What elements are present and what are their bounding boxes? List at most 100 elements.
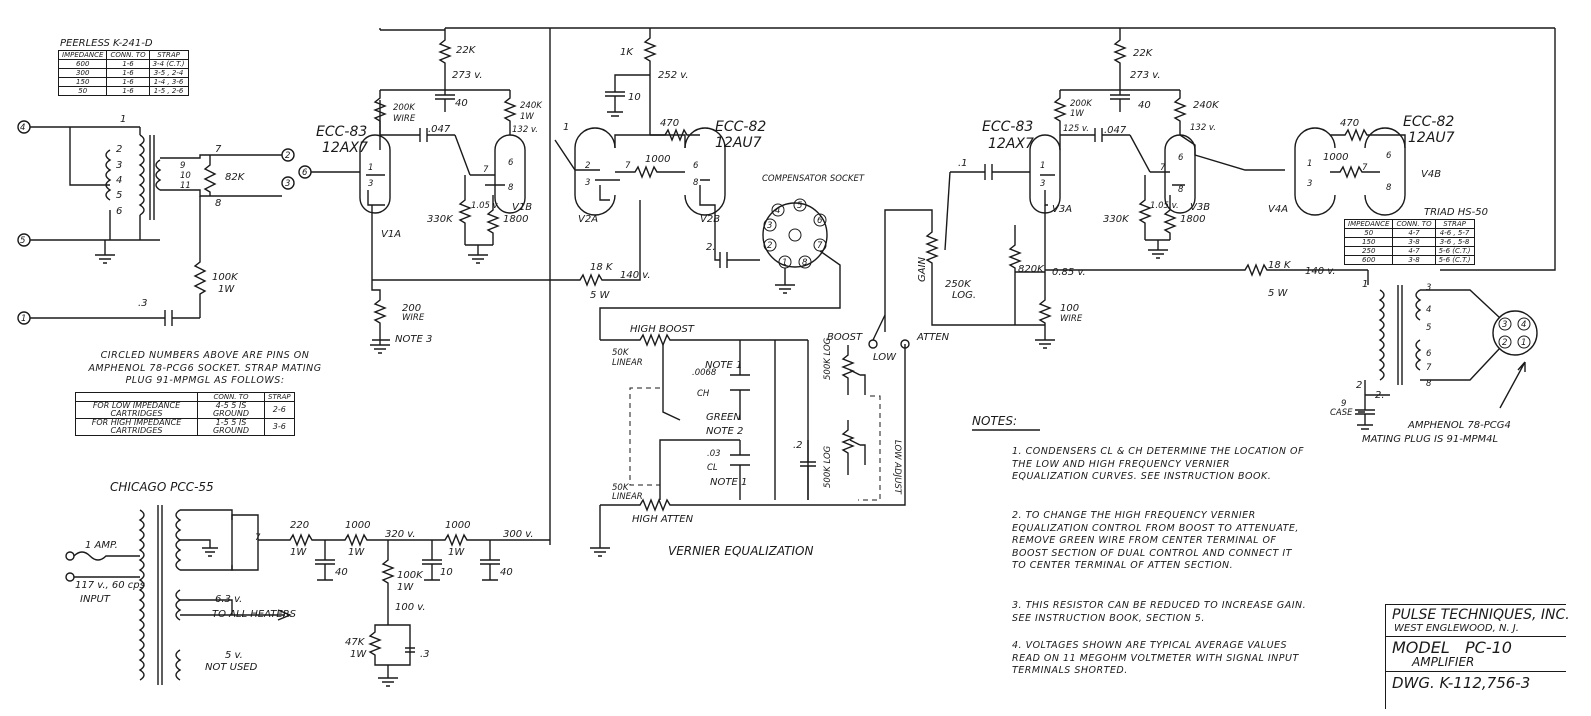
svg-text:VERNIER EQUALIZATION: VERNIER EQUALIZATION: [668, 544, 813, 558]
svg-text:1 AMP.: 1 AMP.: [85, 540, 118, 551]
svg-text:COMPENSATOR SOCKET: COMPENSATOR SOCKET: [762, 174, 865, 184]
svg-text:BOOST: BOOST: [827, 332, 863, 343]
svg-text:1: 1: [1521, 338, 1526, 348]
svg-text:1000: 1000: [645, 154, 670, 165]
svg-text:7: 7: [255, 533, 261, 543]
svg-text:4: 4: [1426, 305, 1431, 315]
svg-text:NOTE 1: NOTE 1: [705, 360, 742, 371]
svg-text:18 K: 18 K: [1268, 260, 1292, 271]
svg-text:470: 470: [660, 118, 679, 129]
svg-text:3: 3: [767, 221, 772, 231]
svg-text:1K: 1K: [620, 47, 634, 58]
svg-text:1W: 1W: [290, 547, 307, 558]
svg-text:.1: .1: [958, 158, 968, 169]
svg-text:10: 10: [440, 567, 453, 578]
svg-text:1: 1: [782, 258, 787, 268]
svg-text:7: 7: [1362, 163, 1368, 173]
svg-text:V3B: V3B: [1190, 202, 1210, 213]
svg-text:240K: 240K: [1193, 100, 1220, 111]
svg-text:0.85 v.: 0.85 v.: [1052, 267, 1086, 278]
svg-text:6: 6: [1426, 349, 1432, 359]
svg-text:8: 8: [693, 178, 699, 188]
power-supply: CHICAGO PCC-55 1 AMP. 117 v., 60 cps INP…: [65, 480, 550, 687]
peerless-title: PEERLESS K-241-D: [60, 38, 153, 49]
svg-text:3: 3: [116, 160, 122, 171]
svg-text:V2B: V2B: [700, 214, 720, 225]
svg-text:LINEAR: LINEAR: [612, 358, 643, 368]
svg-text:V4B: V4B: [1421, 169, 1441, 180]
svg-text:12AU7: 12AU7: [1408, 130, 1455, 146]
svg-text:1: 1: [21, 314, 26, 324]
svg-text:252 v.: 252 v.: [658, 70, 689, 81]
v3-stage: ECC-83 12AX7 22K 273 v. 40 200K 1W 125 v…: [884, 28, 1220, 349]
svg-text:117 v., 60 cps: 117 v., 60 cps: [75, 580, 145, 591]
svg-text:LOG.: LOG.: [952, 290, 976, 301]
svg-text:1W: 1W: [1070, 109, 1084, 119]
product-name: AMPLIFIER: [1412, 655, 1475, 669]
svg-text:GAIN: GAIN: [917, 256, 928, 282]
note-1: 1. CONDENSERS CL & CH DETERMINE THE LOCA…: [1012, 446, 1304, 482]
svg-text:125 v.: 125 v.: [1063, 124, 1089, 134]
triad-title: TRIAD HS-50: [1424, 207, 1488, 218]
note-4: 4. VOLTAGES SHOWN ARE TYPICAL AVERAGE VA…: [1012, 640, 1299, 676]
svg-text:6: 6: [116, 206, 122, 217]
svg-text:7: 7: [1426, 363, 1432, 373]
svg-text:8: 8: [1426, 379, 1432, 389]
svg-text:ECC-83: ECC-83: [982, 119, 1033, 135]
svg-text:HIGH ATTEN: HIGH ATTEN: [632, 514, 694, 525]
b-plus-rail: [372, 27, 1556, 545]
model-name: MODEL PC-10: [1392, 638, 1512, 657]
svg-text:GREEN: GREEN: [706, 412, 741, 423]
svg-text:NOTE 3: NOTE 3: [395, 334, 432, 345]
svg-text:11: 11: [180, 181, 191, 191]
svg-text:5 v.: 5 v.: [225, 650, 243, 661]
svg-text:ECC-83: ECC-83: [316, 124, 367, 140]
svg-text:7: 7: [215, 144, 222, 155]
svg-text:8: 8: [508, 183, 514, 193]
svg-text:6: 6: [1386, 151, 1392, 161]
v4-stage: ECC-82 12AU7 470 1000 1 3 7 6 8 V4A V4B …: [1045, 114, 1455, 299]
svg-text:2: 2: [116, 144, 122, 155]
svg-text:1: 1: [1362, 279, 1368, 290]
svg-text:2.: 2.: [1375, 390, 1385, 401]
svg-text:CHICAGO PCC-55: CHICAGO PCC-55: [110, 480, 214, 494]
svg-text:WIRE: WIRE: [393, 114, 416, 124]
svg-text:.2: .2: [793, 440, 803, 451]
svg-text:5: 5: [20, 236, 25, 246]
title-block: PULSE TECHNIQUES, INC. WEST ENGLEWOOD, N…: [1385, 604, 1570, 709]
svg-text:.047: .047: [428, 124, 451, 135]
svg-text:10: 10: [180, 171, 191, 181]
svg-text:CH: CH: [697, 389, 710, 399]
svg-text:200K: 200K: [1070, 99, 1093, 109]
svg-text:22K: 22K: [456, 45, 477, 56]
svg-text:6: 6: [693, 161, 699, 171]
svg-text:1W: 1W: [348, 547, 365, 558]
svg-text:7: 7: [1160, 163, 1166, 173]
svg-text:ECC-82: ECC-82: [715, 119, 766, 135]
svg-text:1W: 1W: [218, 284, 235, 295]
svg-text:3: 3: [1502, 320, 1507, 330]
svg-text:5: 5: [116, 190, 122, 201]
svg-text:100K: 100K: [212, 272, 239, 283]
svg-text:4: 4: [775, 206, 780, 216]
svg-text:7: 7: [483, 165, 489, 175]
svg-text:2.: 2.: [706, 242, 716, 253]
svg-text:4: 4: [1521, 320, 1526, 330]
svg-text:1.05 v.: 1.05 v.: [471, 201, 500, 211]
svg-text:1W: 1W: [448, 547, 465, 558]
svg-text:2: 2: [585, 161, 590, 171]
svg-text:2: 2: [285, 151, 290, 161]
svg-text:8: 8: [1386, 183, 1392, 193]
svg-text:1000: 1000: [345, 520, 370, 531]
svg-text:1800: 1800: [503, 214, 528, 225]
svg-text:3: 3: [368, 179, 373, 189]
svg-text:9: 9: [1341, 399, 1346, 409]
svg-text:V1B: V1B: [512, 202, 532, 213]
svg-text:273 v.: 273 v.: [1130, 70, 1161, 81]
svg-text:240K: 240K: [520, 101, 543, 111]
svg-text:6: 6: [817, 216, 823, 226]
